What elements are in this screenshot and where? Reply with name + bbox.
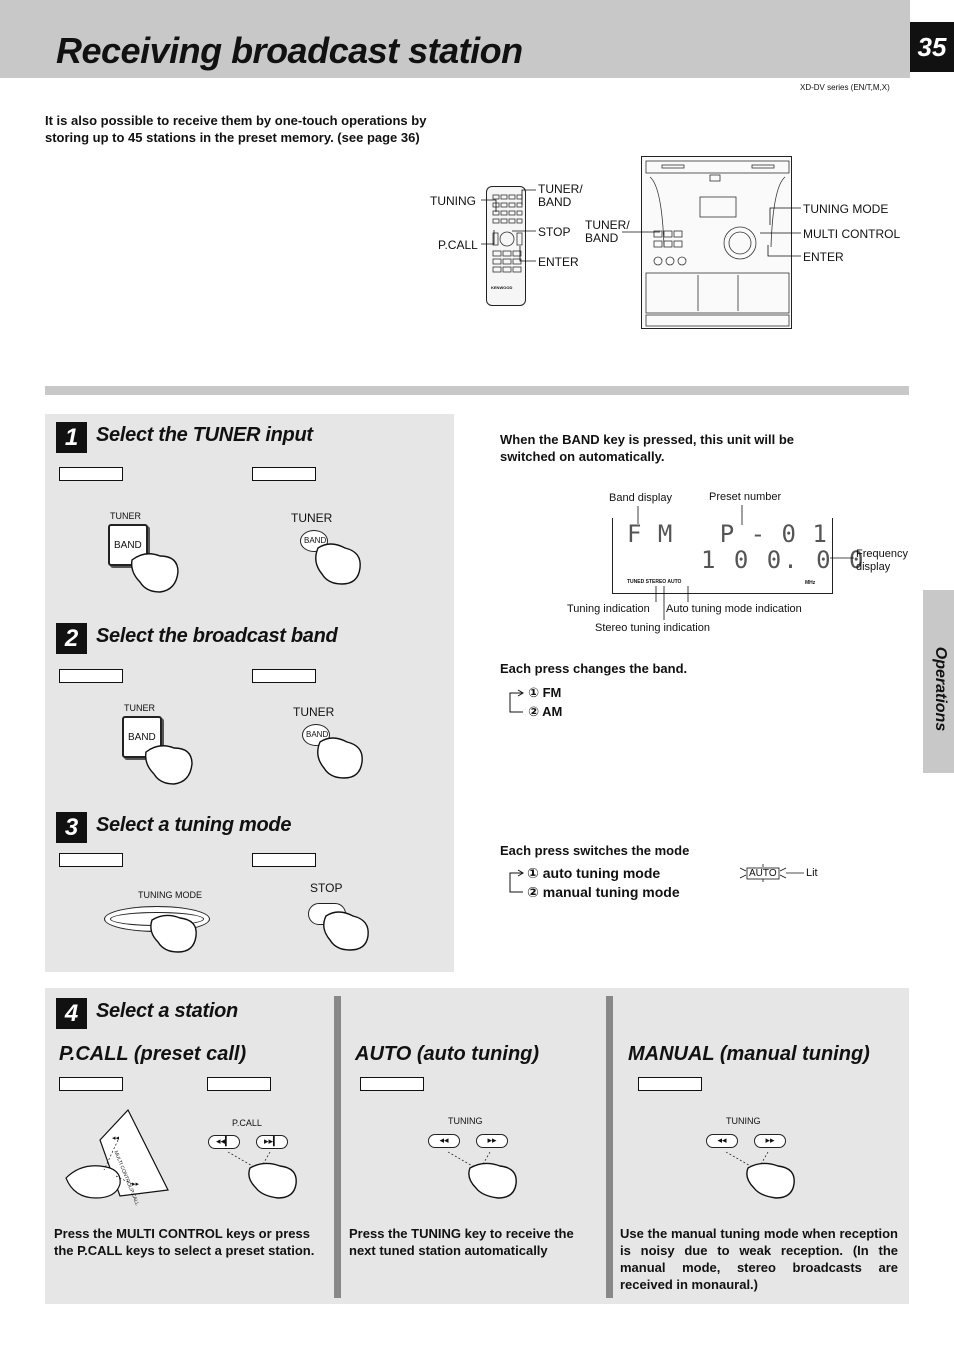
auto-prev-button[interactable]: ◂◂ [428,1134,460,1148]
auto-key-label: TUNING [448,1116,483,1126]
page-number: 35 [910,22,954,72]
step-1-title: Select the TUNER input [96,424,313,446]
display-label-tuning: Tuning indication [567,603,650,615]
mode-option-auto: ① auto tuning mode [527,865,661,881]
steps-panel [45,414,454,972]
auto-next-button[interactable]: ▸▸ [476,1134,508,1148]
auto-box [360,1077,424,1091]
remote-label-pcall: P.CALL [438,238,478,252]
pcall-left-box [59,1077,123,1091]
manual-box [638,1077,702,1091]
display-unit: MHz [805,580,816,586]
step-1-band-button-round[interactable]: BAND [300,530,328,552]
remote-buttons [492,194,523,273]
step-3-right-box [252,853,316,867]
intro-text: It is also possible to receive them by o… [45,113,427,145]
multi-control-next-icon[interactable]: ▸▸ [132,1181,140,1188]
pcall-description: Press the MULTI CONTROL keys or press th… [54,1226,315,1258]
step-1-right-box [252,467,316,481]
auto-title: AUTO (auto tuning) [355,1043,540,1065]
remote-label-tuning: TUNING [430,194,476,208]
auto-lit-label: Lit [806,867,818,879]
pcall-next-button[interactable]: ▸▸▎ [256,1135,288,1149]
step-4-title: Select a station [96,1000,238,1022]
separator-1 [334,996,341,1298]
page-title: Receiving broadcast station [56,30,523,71]
band-option-am: ② AM [528,704,563,719]
display-line-2: 1 0 0. 0 0 [701,546,866,574]
step-2-round-label: BAND [306,730,329,739]
manual-title: MANUAL (manual tuning) [628,1043,870,1065]
main-unit-illustration [641,156,792,329]
display-line-1: F M P - 0 1 [627,520,828,548]
auto-indicator-text: AUTO [749,868,777,879]
unit-label-multi-control: MULTI CONTROL [803,227,901,241]
step-3-left-key-label: TUNING MODE [138,890,202,900]
series-label: XD-DV series (EN/T,M,X) [800,83,890,92]
step-2-left-box [59,669,123,683]
remote-label-stop: STOP [538,225,571,239]
pcall-key-label: P.CALL [232,1118,262,1128]
step-1-left-box [59,467,123,481]
step-3-note: Each press switches the mode [500,843,690,858]
pcall-title: P.CALL (preset call) [59,1043,247,1065]
unit-label-tuner-band: TUNER/ BAND [585,218,630,245]
manual-next-button[interactable]: ▸▸ [754,1134,786,1148]
step-4-number: 4 [56,998,87,1029]
step-2-note: Each press changes the band. [500,661,688,676]
display-label-auto: Auto tuning mode indication [666,603,802,615]
stop-button[interactable] [308,903,346,925]
auto-description: Press the TUNING key to receive the next… [349,1226,574,1258]
display-label-frequency: Frequency display [856,548,908,573]
band-option-fm: ① FM [528,685,562,700]
display-label-preset: Preset number [709,491,782,503]
step-3-left-box [59,853,123,867]
display-label-band: Band display [609,492,672,504]
manual-description: Use the manual tuning mode when receptio… [620,1226,898,1292]
side-tab-operations: Operations [923,590,954,773]
step-1-band-key-label: BAND [114,540,142,551]
step-3-right-key-label: STOP [310,881,343,895]
mode-option-manual: ② manual tuning mode [527,884,680,900]
auto-indicator-icon: AUTO [739,864,787,882]
step-2-right-key-top: TUNER [293,705,335,719]
remote-brand: KENWOOD [491,285,513,290]
step-2-band-key[interactable]: BAND [122,716,162,758]
step-1-right-key-top: TUNER [291,511,333,525]
main-unit-drawing [645,160,790,327]
step-1-band-key[interactable]: BAND [108,524,148,566]
display-label-stereo: Stereo tuning indication [595,622,710,634]
manual-prev-button[interactable]: ◂◂ [706,1134,738,1148]
step-2-right-box [252,669,316,683]
unit-label-enter: ENTER [803,250,844,264]
step-2-band-key-label: BAND [128,732,156,743]
manual-key-label: TUNING [726,1116,761,1126]
step-2-number: 2 [56,623,87,654]
pcall-prev-button[interactable]: ◂◂▎ [208,1135,240,1149]
section-divider [45,386,909,395]
step-1-note: When the BAND key is pressed, this unit … [500,432,794,464]
step-2-title: Select the broadcast band [96,625,338,647]
unit-label-tuning-mode: TUNING MODE [803,202,889,216]
header-bar [0,0,910,78]
display-panel: F M P - 0 1 1 0 0. 0 0 TUNED STEREO AUTO… [612,518,864,594]
step-3-title: Select a tuning mode [96,814,292,836]
step-2-left-key-top: TUNER [124,703,155,713]
step-1-number: 1 [56,422,87,453]
remote-label-enter: ENTER [538,255,579,269]
step-1-left-key-top: TUNER [110,511,141,521]
multi-control-prev-icon[interactable]: ◂◂ [112,1135,120,1142]
display-indicators: TUNED STEREO AUTO [627,579,682,585]
remote-illustration: KENWOOD [486,186,526,306]
separator-2 [606,996,613,1298]
side-tab-label: Operations [932,646,949,732]
auto-indicator-rays [739,864,787,882]
remote-label-tuner-band: TUNER/ BAND [538,182,583,209]
step-2-band-button-round[interactable]: BAND [302,724,330,746]
pcall-right-box [207,1077,271,1091]
step-1-round-label: BAND [304,536,327,545]
step-3-number: 3 [56,812,87,843]
tuning-mode-button[interactable] [104,906,210,932]
